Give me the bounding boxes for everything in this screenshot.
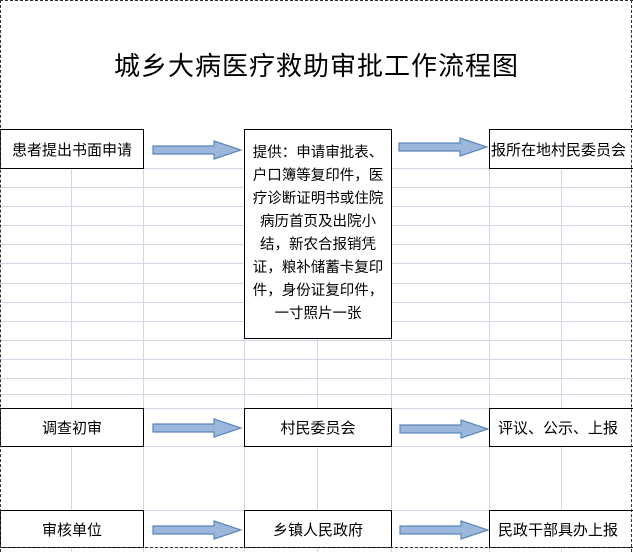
arrow-right-icon (399, 419, 489, 439)
step-box-review[interactable]: 评议、公示、上报 (489, 408, 633, 447)
step-box-village-committee[interactable]: 村民委员会 (244, 408, 392, 447)
gridline-horizontal (0, 378, 633, 379)
arrow-right-icon (152, 418, 242, 438)
step-box-documents[interactable]: 提供：申请审批表、户口簿等复印件，医疗诊断证明书或住院病历首页及出院小结，新农合… (244, 129, 392, 339)
arrow-right-icon (152, 520, 242, 540)
step-box-village-report[interactable]: 报所在地村民委员会 (489, 129, 633, 169)
page-break-bottom (0, 547, 633, 548)
page-title: 城乡大病医疗救助审批工作流程图 (0, 0, 633, 129)
arrow-right-icon (152, 140, 242, 160)
gridline-horizontal (0, 340, 633, 341)
page-break-top (0, 0, 633, 1)
step-box-township[interactable]: 乡镇人民政府 (244, 510, 392, 548)
page-break-right (631, 0, 632, 552)
step-box-apply[interactable]: 患者提出书面申请 (0, 129, 144, 169)
step-box-investigation[interactable]: 调查初审 (0, 408, 144, 447)
gridline-horizontal (0, 359, 633, 360)
page-break-left (0, 0, 1, 552)
step-box-audit-unit[interactable]: 审核单位 (0, 510, 144, 548)
step-box-civil-affairs[interactable]: 民政干部具办上报 (489, 510, 633, 548)
gridline-horizontal (0, 394, 633, 395)
arrow-right-icon (398, 137, 488, 157)
arrow-right-icon (399, 520, 489, 540)
